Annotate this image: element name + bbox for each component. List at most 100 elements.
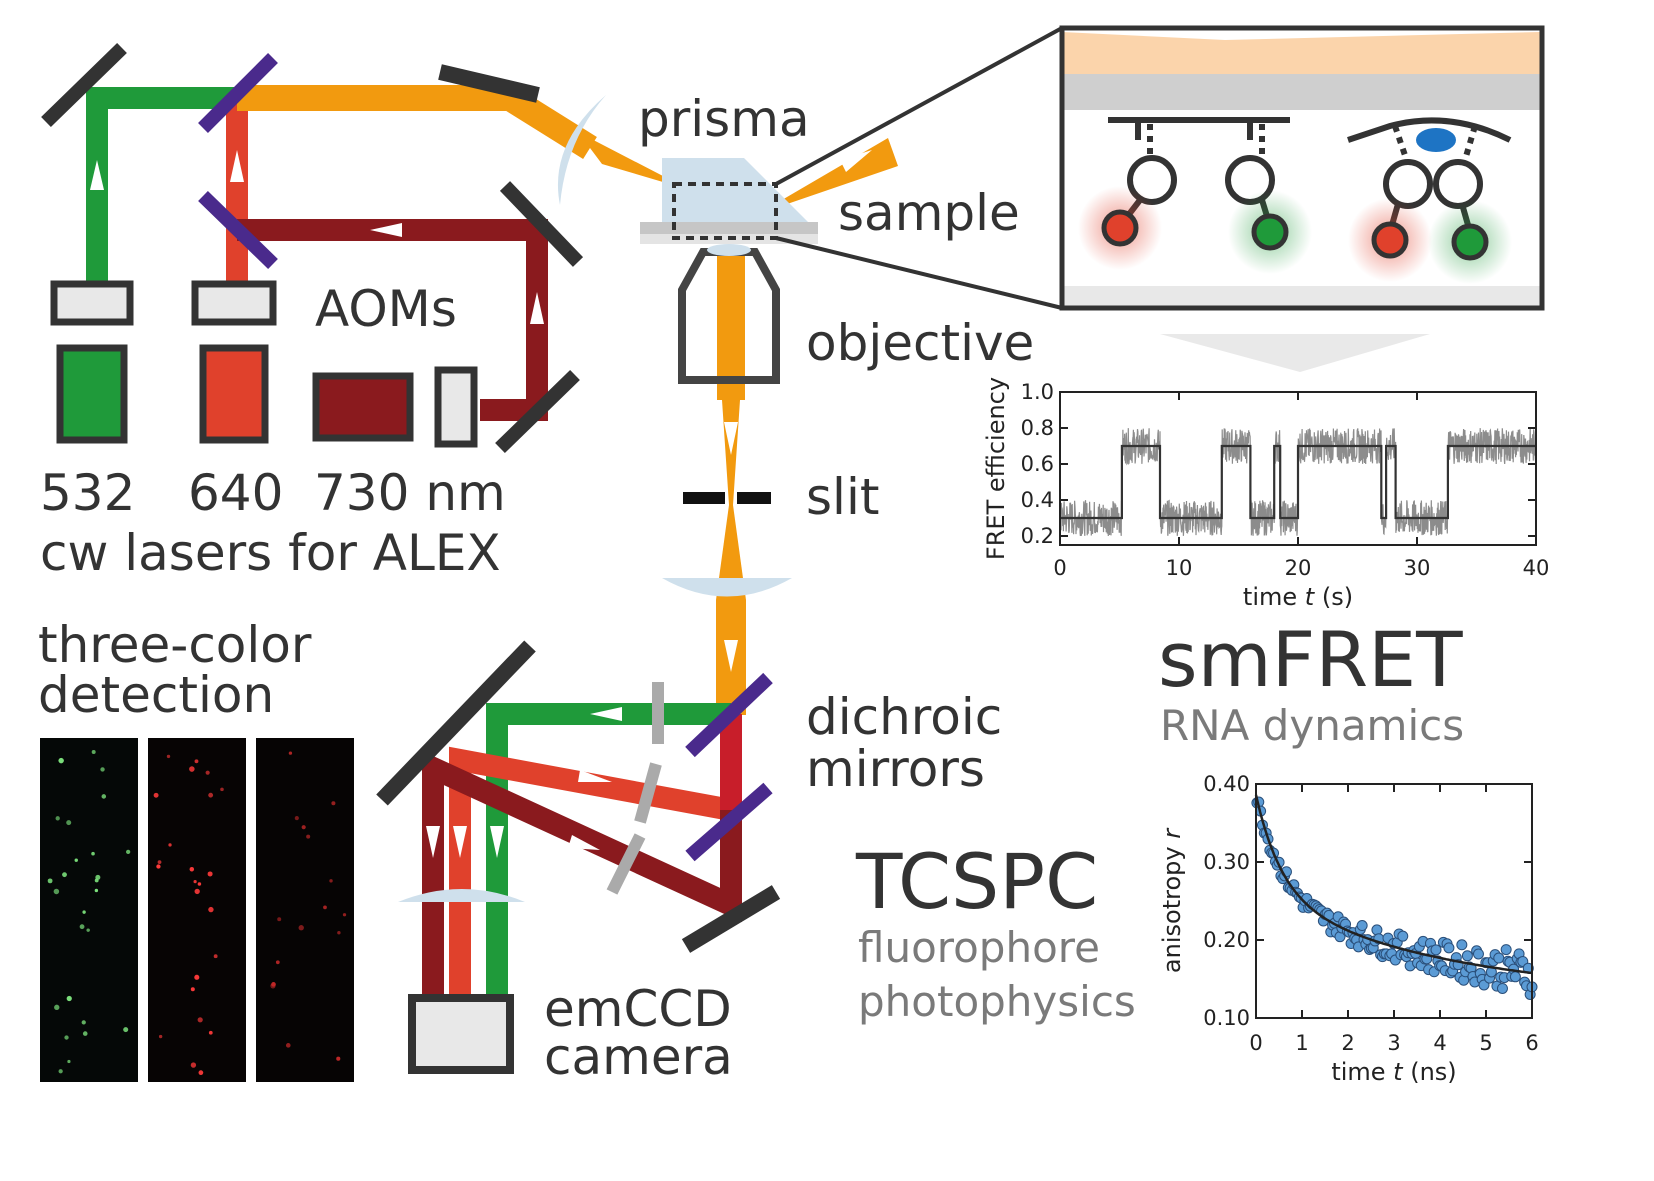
label-photophysics: photophysics xyxy=(858,977,1136,1026)
camera-spot xyxy=(153,792,159,798)
camera-spot xyxy=(331,801,336,806)
label-prisma: prisma xyxy=(638,90,810,148)
camera-spot xyxy=(158,1034,163,1039)
camera-spot xyxy=(66,995,72,1002)
mirrors xyxy=(41,42,781,953)
camera-spot xyxy=(190,1062,197,1068)
label-sample: sample xyxy=(838,184,1020,242)
camera-spot xyxy=(194,888,200,895)
aom-green xyxy=(50,280,134,326)
camera-spot xyxy=(58,757,64,764)
dichroic-detection-2 xyxy=(685,782,773,862)
camera-spot xyxy=(166,754,171,759)
camera-spot xyxy=(288,751,293,755)
aom-red xyxy=(191,280,277,326)
camera-spot xyxy=(336,1056,341,1061)
fret-ytick-label: 0.4 xyxy=(1021,488,1054,512)
sample-slide xyxy=(640,222,818,234)
label-three-color: three-color xyxy=(38,616,312,674)
camera-spot xyxy=(100,767,105,772)
emccd-camera xyxy=(408,994,514,1074)
label-cw-lasers: cw lasers for ALEX xyxy=(40,524,501,582)
label-640: 640 xyxy=(188,464,283,522)
ligand xyxy=(1416,128,1456,152)
camera-spot xyxy=(168,843,172,847)
camera-spot xyxy=(337,931,341,935)
camera-spot xyxy=(294,816,299,821)
camera-spot xyxy=(81,1020,86,1025)
text-labels: prisma sample AOMs objective slit 532 64… xyxy=(38,90,1464,1086)
camera-spot xyxy=(271,982,276,987)
camera-spot xyxy=(306,834,311,839)
camera-spot xyxy=(126,849,131,855)
focus-lens xyxy=(557,95,606,205)
camera-spot xyxy=(213,954,218,959)
camera-spot xyxy=(208,792,214,798)
anisotropy-ytick-label: 0.10 xyxy=(1203,1006,1250,1030)
channel-red-image xyxy=(148,738,246,1082)
camera-spot xyxy=(62,872,67,878)
emission-beam-lower xyxy=(716,505,746,715)
camera-spot xyxy=(64,1035,69,1040)
camera-spot xyxy=(193,880,197,884)
anisotropy-point xyxy=(1500,944,1512,956)
dichroic-darkred xyxy=(198,190,278,270)
mirror-detection-left xyxy=(376,640,536,806)
fret-xtick-label: 0 xyxy=(1053,556,1066,580)
anisotropy-xtick-label: 4 xyxy=(1433,1031,1446,1055)
fret-xlabel: time t (s) xyxy=(1243,583,1353,611)
camera-spot xyxy=(74,858,78,862)
donor-dye xyxy=(1251,213,1289,251)
camera-spot xyxy=(342,913,347,917)
camera-spot xyxy=(194,974,200,980)
lenses xyxy=(398,95,792,902)
laser-532 xyxy=(56,344,128,444)
anisotropy-fit-line xyxy=(1254,794,1533,975)
anisotropy-xtick-label: 1 xyxy=(1295,1031,1308,1055)
label-dichroic: dichroic xyxy=(806,688,1002,746)
fret-ytick-label: 0.8 xyxy=(1021,416,1054,440)
channel-green-image xyxy=(40,738,138,1082)
aom-darkred xyxy=(434,366,478,448)
camera-spot xyxy=(156,864,161,869)
label-fluorophore: fluorophore xyxy=(858,923,1100,972)
label-emccd: emCCD xyxy=(544,980,732,1038)
anisotropy-point xyxy=(1493,952,1505,964)
dichroic-detection-1 xyxy=(685,672,773,758)
fret-state-fit xyxy=(1060,444,1536,520)
beam-direction-arrows xyxy=(90,150,872,858)
fret-ytick-label: 0.2 xyxy=(1021,524,1054,548)
label-mirrors: mirrors xyxy=(806,740,985,798)
anisotropy-point xyxy=(1371,924,1383,936)
label-tcspc: TCSPC xyxy=(855,837,1098,926)
camera-spot xyxy=(194,759,199,764)
camera-spot xyxy=(189,766,195,772)
camera-spot xyxy=(54,1004,60,1011)
camera-spot xyxy=(220,787,224,792)
fret-xtick-label: 20 xyxy=(1285,556,1312,580)
camera-spot xyxy=(66,820,72,826)
camera-spot xyxy=(329,879,333,883)
anisotropy-point xyxy=(1456,939,1468,951)
camera-spot xyxy=(82,1031,88,1036)
camera-spot xyxy=(190,987,195,992)
darkred-detection-beam xyxy=(422,750,742,1000)
anisotropy-xtick-label: 3 xyxy=(1387,1031,1400,1055)
camera-spot xyxy=(91,750,96,754)
camera-spot xyxy=(301,825,306,830)
anisotropy-point xyxy=(1472,948,1484,960)
camera-spot xyxy=(208,1030,213,1035)
camera-spot xyxy=(197,1017,203,1023)
camera-spot xyxy=(94,888,99,893)
anisotropy-xtick-label: 5 xyxy=(1479,1031,1492,1055)
fret-ytick-label: 0.6 xyxy=(1021,452,1054,476)
three-color-detection-images xyxy=(40,738,354,1082)
anisotropy-ytick-label: 0.20 xyxy=(1203,928,1250,952)
label-aoms: AOMs xyxy=(315,280,457,338)
prism xyxy=(662,158,808,222)
fret-xtick-label: 40 xyxy=(1523,556,1550,580)
green-beam xyxy=(86,87,237,300)
label-rna-dynamics: RNA dynamics xyxy=(1160,701,1464,750)
mirror-green xyxy=(41,42,127,128)
camera-spot xyxy=(205,770,210,775)
